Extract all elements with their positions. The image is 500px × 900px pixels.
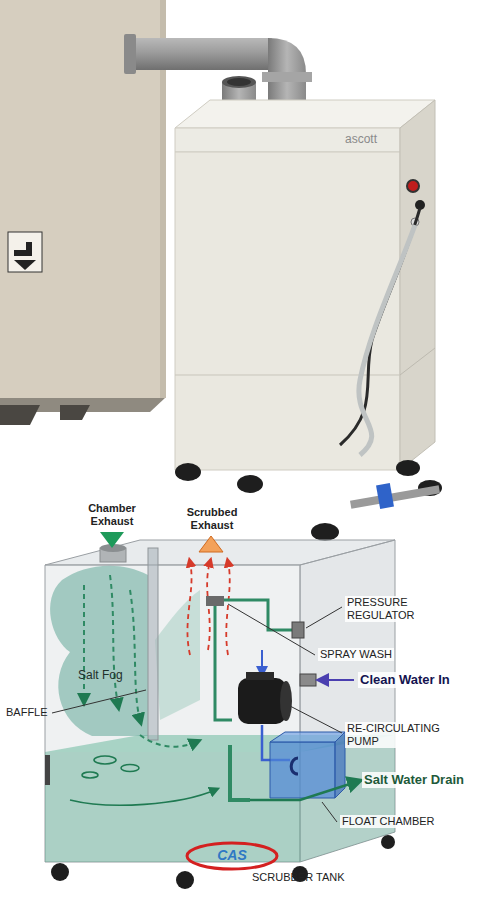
- recirculating-pump: [238, 672, 292, 724]
- region-label: Salt Fog: [78, 668, 123, 682]
- flow-label: Salt Water Drain: [362, 772, 466, 788]
- part-name: RE-CIRCULATING PUMP: [345, 722, 459, 748]
- logo-ring: [187, 843, 277, 869]
- part-name: FLOAT CHAMBER: [340, 815, 437, 828]
- fog-flow-arrows: [84, 575, 196, 747]
- part-name: SCRUBBER TANK: [252, 871, 345, 884]
- flow-label: Scrubbed Exhaust: [172, 506, 252, 532]
- part-name: PRESSURE REGULATOR: [345, 596, 449, 622]
- logo-text: CAS: [210, 847, 254, 864]
- brand-name: ascott: [345, 132, 377, 146]
- leader-lines: [52, 604, 356, 822]
- flow-label: Clean Water In: [358, 672, 452, 688]
- flow-label: Chamber Exhaust: [72, 502, 152, 528]
- diagram-casters: [51, 835, 395, 889]
- water-swirls: [70, 756, 215, 805]
- tank-cutaway: [45, 540, 395, 862]
- part-name: SPRAY WASH: [318, 648, 394, 661]
- flow-direction-triangles: [100, 532, 223, 552]
- part-name: BAFFLE: [6, 706, 48, 719]
- scrubber-housing: [175, 100, 435, 470]
- scrubbed-air-arrows: [187, 562, 229, 655]
